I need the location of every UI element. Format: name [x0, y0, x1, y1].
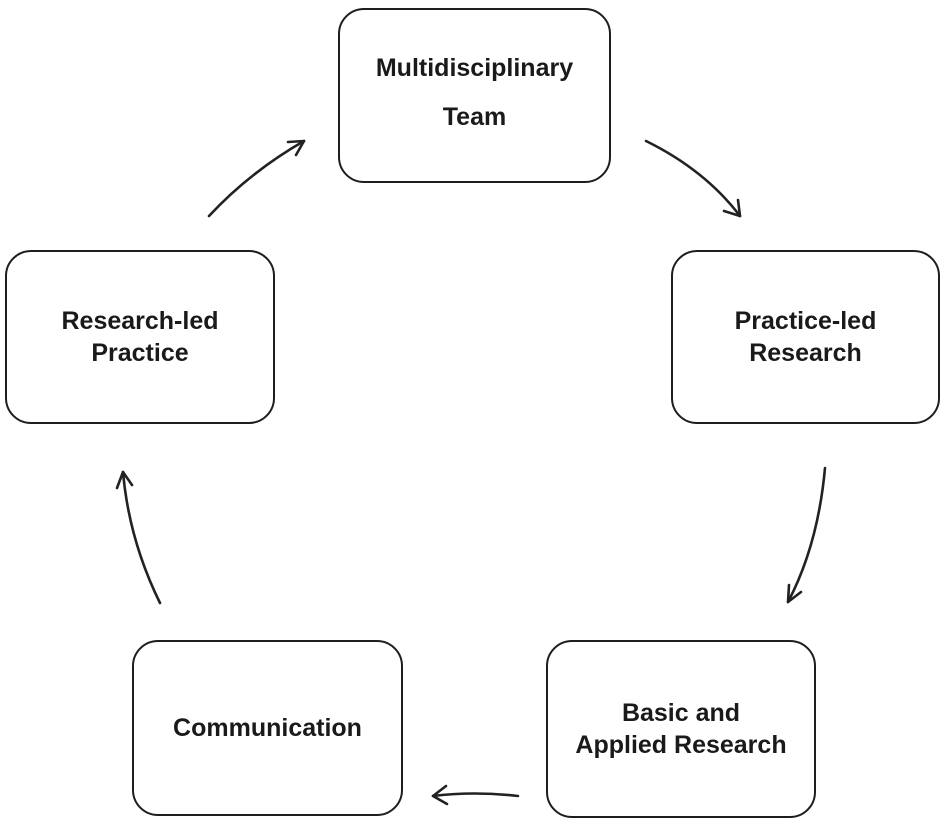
research-led-practice-line-1: Research-led [61, 306, 219, 335]
research-led-practice-line-2: Practice [91, 338, 189, 367]
research-led-practice-label: Research-led Practice [61, 307, 218, 368]
multidisciplinary-team-box: Multidisciplinary Team [338, 8, 611, 183]
arrow-practice-led-to-basic [786, 466, 827, 604]
communication-label: Communication [173, 714, 362, 743]
basic-applied-research-line-1: Basic and [621, 698, 741, 727]
communication-line-1: Communication [173, 713, 362, 742]
research-led-practice-box: Research-led Practice [5, 250, 275, 424]
communication-box: Communication [132, 640, 403, 816]
arrow-research-led-to-team [207, 139, 306, 218]
multidisciplinary-team-label: Multidisciplinary Team [376, 54, 573, 132]
practice-led-research-box: Practice-led Research [671, 250, 940, 424]
basic-applied-research-box: Basic and Applied Research [546, 640, 816, 818]
arrow-basic-to-communication [431, 784, 520, 806]
basic-applied-research-label: Basic and Applied Research [575, 699, 786, 760]
basic-applied-research-line-2: Applied Research [575, 730, 787, 759]
multidisciplinary-team-line-1: Multidisciplinary [375, 53, 574, 82]
practice-led-research-line-2: Research [749, 338, 862, 367]
arrow-team-to-practice-led [644, 139, 742, 218]
practice-led-research-line-1: Practice-led [734, 306, 877, 335]
practice-led-research-label: Practice-led Research [735, 307, 877, 368]
multidisciplinary-team-line-2: Team [442, 102, 507, 131]
arrow-communication-to-research-led [115, 470, 162, 605]
